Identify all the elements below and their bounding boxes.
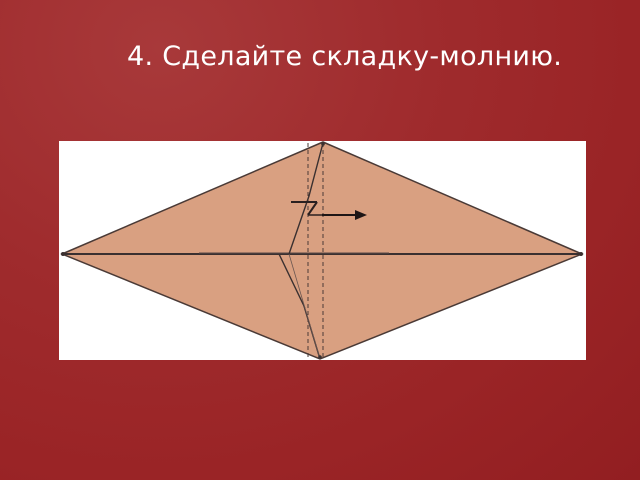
arrow-right-icon (322, 210, 367, 220)
vertex-top (321, 142, 325, 146)
vertex-right (579, 252, 583, 256)
vertex-left (61, 252, 65, 256)
diagram-panel (59, 141, 586, 360)
paper-shape (60, 141, 584, 360)
slide-title: 4. Сделайте складку-молнию. (127, 41, 563, 72)
origami-diagram (60, 141, 584, 360)
zigzag-fold-icon (291, 201, 323, 216)
zigzag-fold-upper (288, 142, 324, 255)
vertex-bottom (318, 355, 322, 359)
zigzag-fold-diagonal (288, 253, 321, 360)
